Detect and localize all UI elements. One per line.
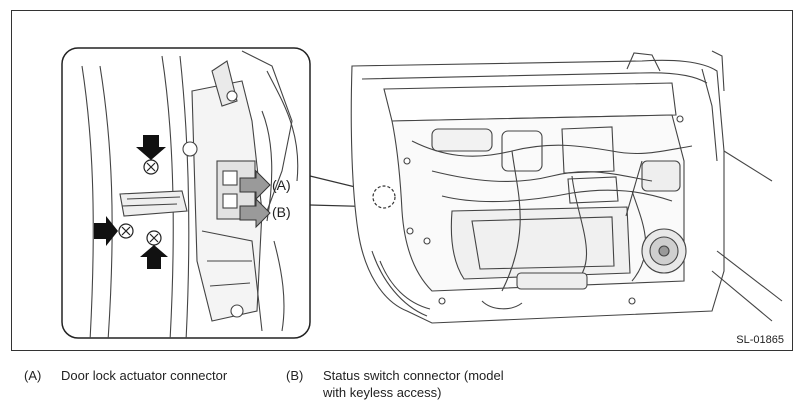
diagram-figure: (A) (B) [11,10,793,351]
door-panel-overview [350,50,783,324]
legend-item-a: (A) Door lock actuator connector [24,367,264,387]
callout-arrow-icons [239,169,271,229]
legend-text-a: Door lock actuator connector [61,368,228,383]
legend-item-b: (B) Status switch connector (model with … [286,367,546,403]
legend-text-b-line2: with keyless access) [323,385,442,400]
arrow-icons [94,135,168,269]
callout-label-a: (A) [272,177,291,193]
inset-detail: (A) (B) [61,47,311,339]
callout-label-b: (B) [272,204,291,220]
legend-text-b: Status switch connector (model [323,368,504,383]
highlight-circle [372,185,396,209]
figure-id: SL-01865 [736,334,784,346]
legend-key-a: (A) [24,368,42,383]
door-diagram: (A) (B) [61,47,783,339]
legend-key-b: (B) [286,368,304,383]
screw-icons [118,159,162,246]
